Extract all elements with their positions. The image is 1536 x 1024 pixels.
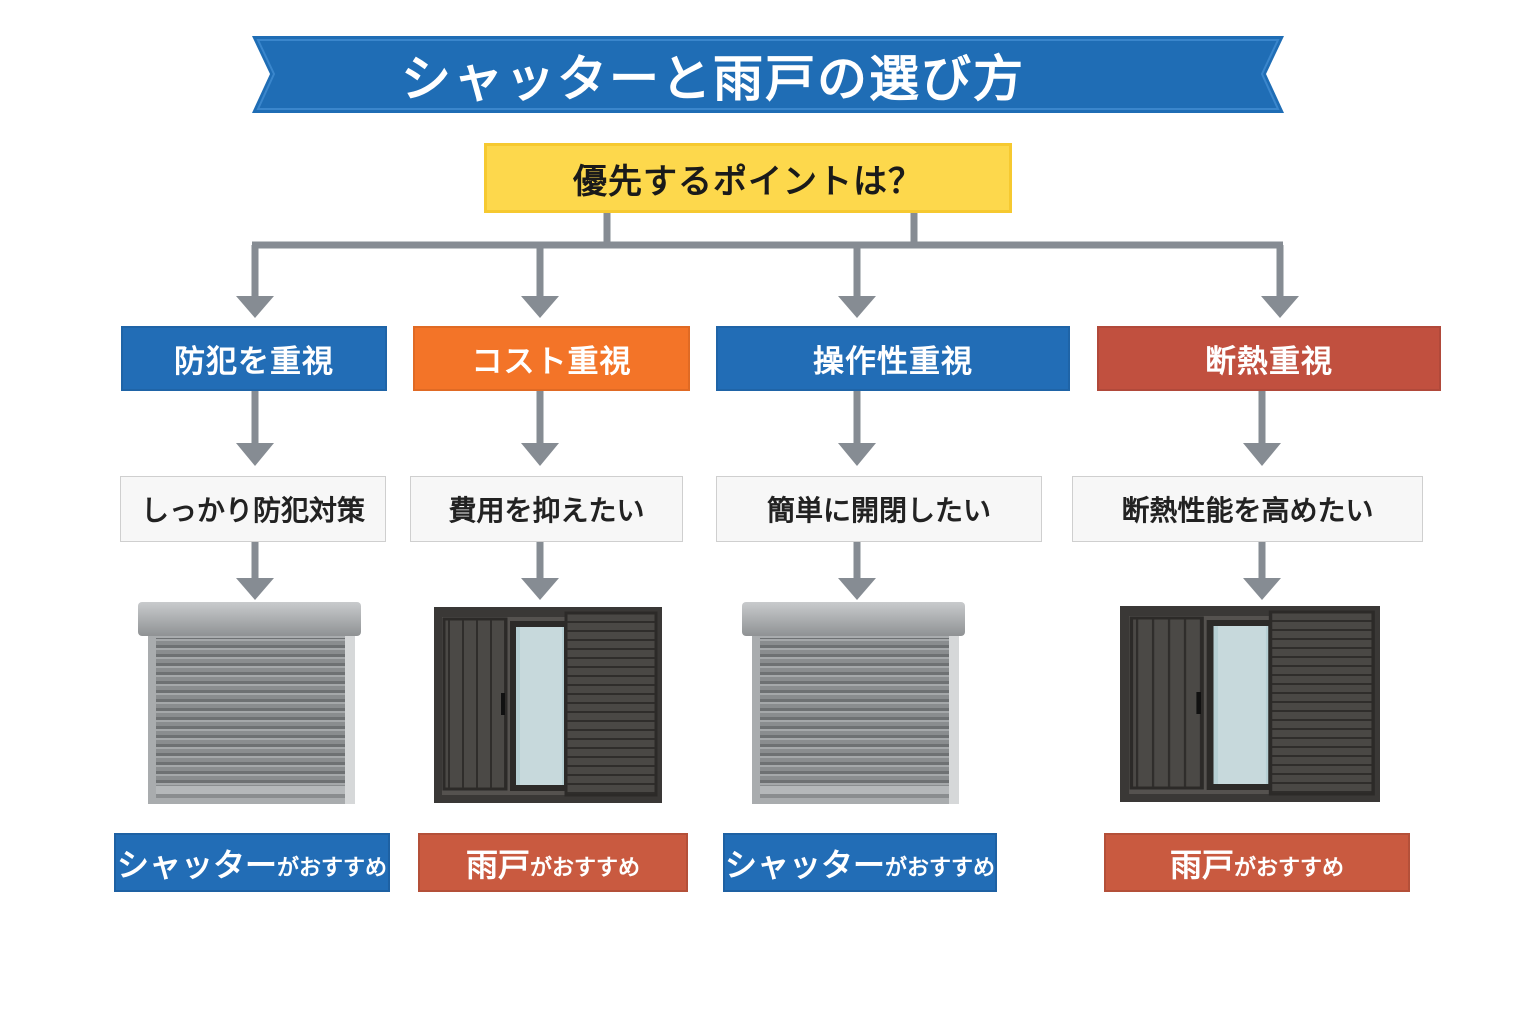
arrow-down-icon — [236, 296, 274, 318]
page-title: シャッターと雨戸の選び方 — [401, 49, 1025, 108]
recommend-main: シャッター — [116, 845, 277, 884]
recommendation-amado: 雨戸がおすすめ — [1104, 833, 1410, 892]
recommend-main: 雨戸 — [465, 845, 530, 884]
arrow-down-icon — [1243, 443, 1281, 466]
shutter-image — [138, 600, 365, 806]
need-cost: 費用を抑えたい — [410, 476, 683, 542]
recommend-suffix: がおすすめ — [277, 855, 388, 881]
category-cost: コスト重視 — [413, 326, 690, 391]
recommendation-shutter: シャッターがおすすめ — [114, 833, 390, 892]
question-box: 優先するポイントは？ — [484, 143, 1012, 213]
arrow-down-icon — [521, 578, 559, 600]
recommend-suffix: がおすすめ — [530, 855, 641, 881]
arrow-down-icon — [521, 296, 559, 318]
category-security: 防犯を重視 — [121, 326, 387, 391]
arrow-down-icon — [236, 443, 274, 466]
amado-image — [434, 603, 662, 805]
recommend-main: 雨戸 — [1169, 845, 1234, 884]
recommendation-shutter: シャッターがおすすめ — [723, 833, 997, 892]
category-insulation: 断熱重視 — [1097, 326, 1441, 391]
need-insulation: 断熱性能を高めたい — [1072, 476, 1423, 542]
title-banner — [252, 36, 1284, 113]
amado-image — [1120, 602, 1380, 804]
arrow-down-icon — [838, 296, 876, 318]
arrow-down-icon — [236, 578, 274, 600]
category-operability: 操作性重視 — [716, 326, 1070, 391]
recommendation-amado: 雨戸がおすすめ — [418, 833, 688, 892]
need-security: しっかり防犯対策 — [120, 476, 386, 542]
recommend-suffix: がおすすめ — [885, 855, 996, 881]
shutter-image — [742, 600, 969, 806]
need-operability: 簡単に開閉したい — [716, 476, 1042, 542]
recommend-suffix: がおすすめ — [1234, 855, 1345, 881]
arrow-down-icon — [1243, 578, 1281, 600]
arrow-down-icon — [521, 443, 559, 466]
arrow-down-icon — [838, 578, 876, 600]
arrow-down-icon — [1261, 296, 1299, 318]
arrow-down-icon — [838, 443, 876, 466]
recommend-main: シャッター — [725, 845, 886, 884]
